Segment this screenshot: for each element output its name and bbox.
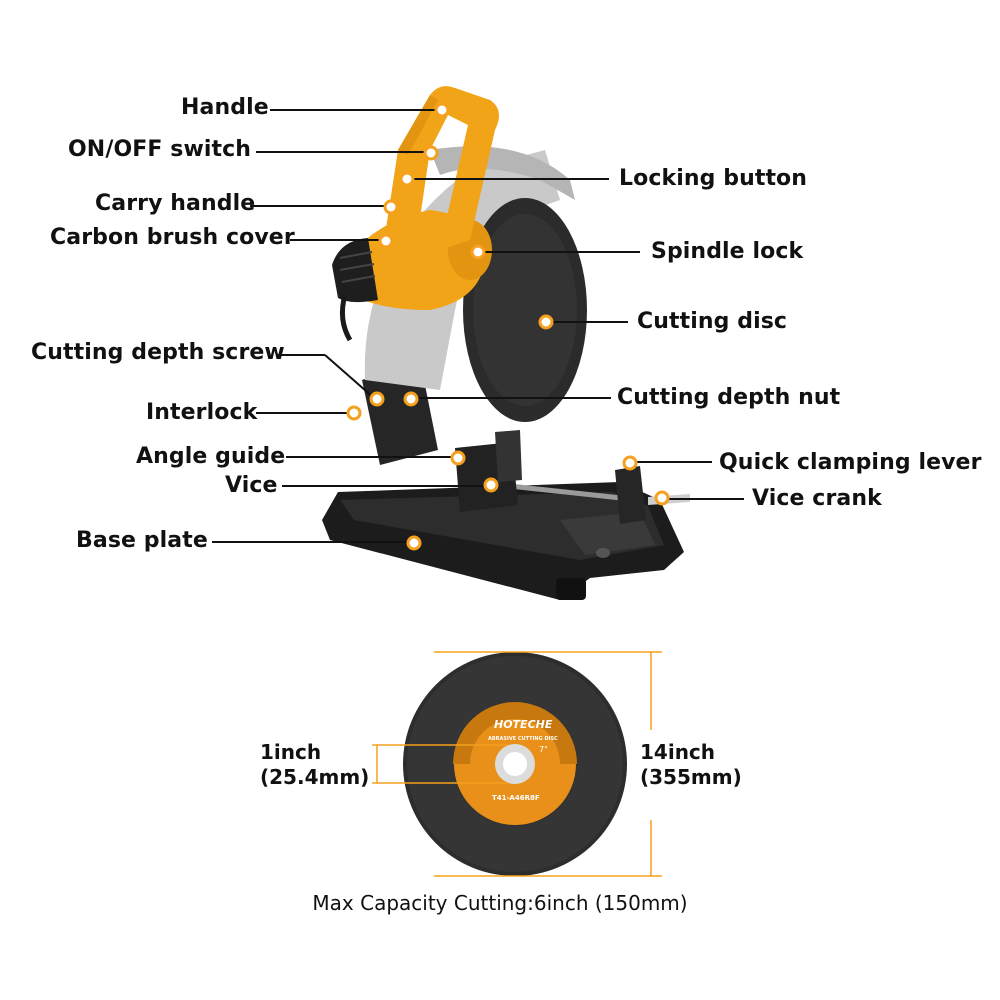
on-off-switch-dot [423, 145, 439, 161]
label-cutting-depth-nut: Cutting depth nut [617, 385, 841, 410]
vice-crank-dot [654, 490, 670, 506]
cutting-disc-dot [538, 314, 554, 330]
diameter-dimension-text: 14inch (355mm) [640, 740, 742, 790]
callout-dots [346, 102, 670, 551]
label-interlock: Interlock [146, 400, 258, 425]
diameter-inch: 14inch [640, 740, 716, 764]
leader-lines [212, 109, 744, 543]
label-on-off-switch: ON/OFF switch [68, 137, 252, 162]
interlock-dot [346, 405, 362, 421]
locking-button-dot [399, 171, 415, 187]
diameter-mm: (355mm) [640, 765, 742, 789]
chop-saw-illustration [322, 86, 690, 600]
label-handle: Handle [181, 95, 269, 120]
label-cutting-depth-screw: Cutting depth screw [31, 340, 285, 365]
label-cutting-disc: Cutting disc [637, 309, 788, 334]
disc-product-illustration: HOTECHE ABRASIVE CUTTING DISC 7" T41-A46… [403, 652, 627, 876]
carry-handle-dot [383, 199, 399, 215]
vice-dot [483, 477, 499, 493]
label-base-plate: Base plate [76, 528, 208, 553]
label-quick-clamping-lever: Quick clamping lever [719, 450, 982, 475]
disc-brand-text: HOTECHE [494, 718, 553, 731]
label-vice-crank: Vice crank [752, 486, 882, 511]
label-carbon-brush-cover: Carbon brush cover [50, 225, 295, 250]
cutting-depth-nut-dot [403, 391, 419, 407]
label-carry-handle: Carry handle [95, 191, 256, 216]
label-spindle-lock: Spindle lock [651, 239, 804, 264]
spindle-lock-dot [470, 244, 486, 260]
label-angle-guide: Angle guide [136, 444, 286, 469]
bore-mm: (25.4mm) [260, 765, 370, 789]
disc-subtitle-text: ABRASIVE CUTTING DISC [488, 736, 558, 742]
label-locking-button: Locking button [619, 166, 808, 191]
handle-dot [434, 102, 450, 118]
bore-inch: 1inch [260, 740, 322, 764]
disc-code-text: T41-A46R8F [492, 794, 540, 802]
disc-size-text: 7" [539, 745, 548, 754]
dimension-lines [372, 651, 662, 877]
cutting-depth-screw-dot [369, 391, 385, 407]
bore-dimension-text: 1inch (25.4mm) [260, 740, 369, 790]
label-vice: Vice [225, 473, 278, 498]
base-plate-dot [406, 535, 422, 551]
max-capacity-caption: Max Capacity Cutting:6inch (150mm) [312, 891, 688, 915]
carbon-brush-cover-dot [378, 233, 394, 249]
quick-clamping-lever-dot [622, 455, 638, 471]
angle-guide-dot [450, 450, 466, 466]
